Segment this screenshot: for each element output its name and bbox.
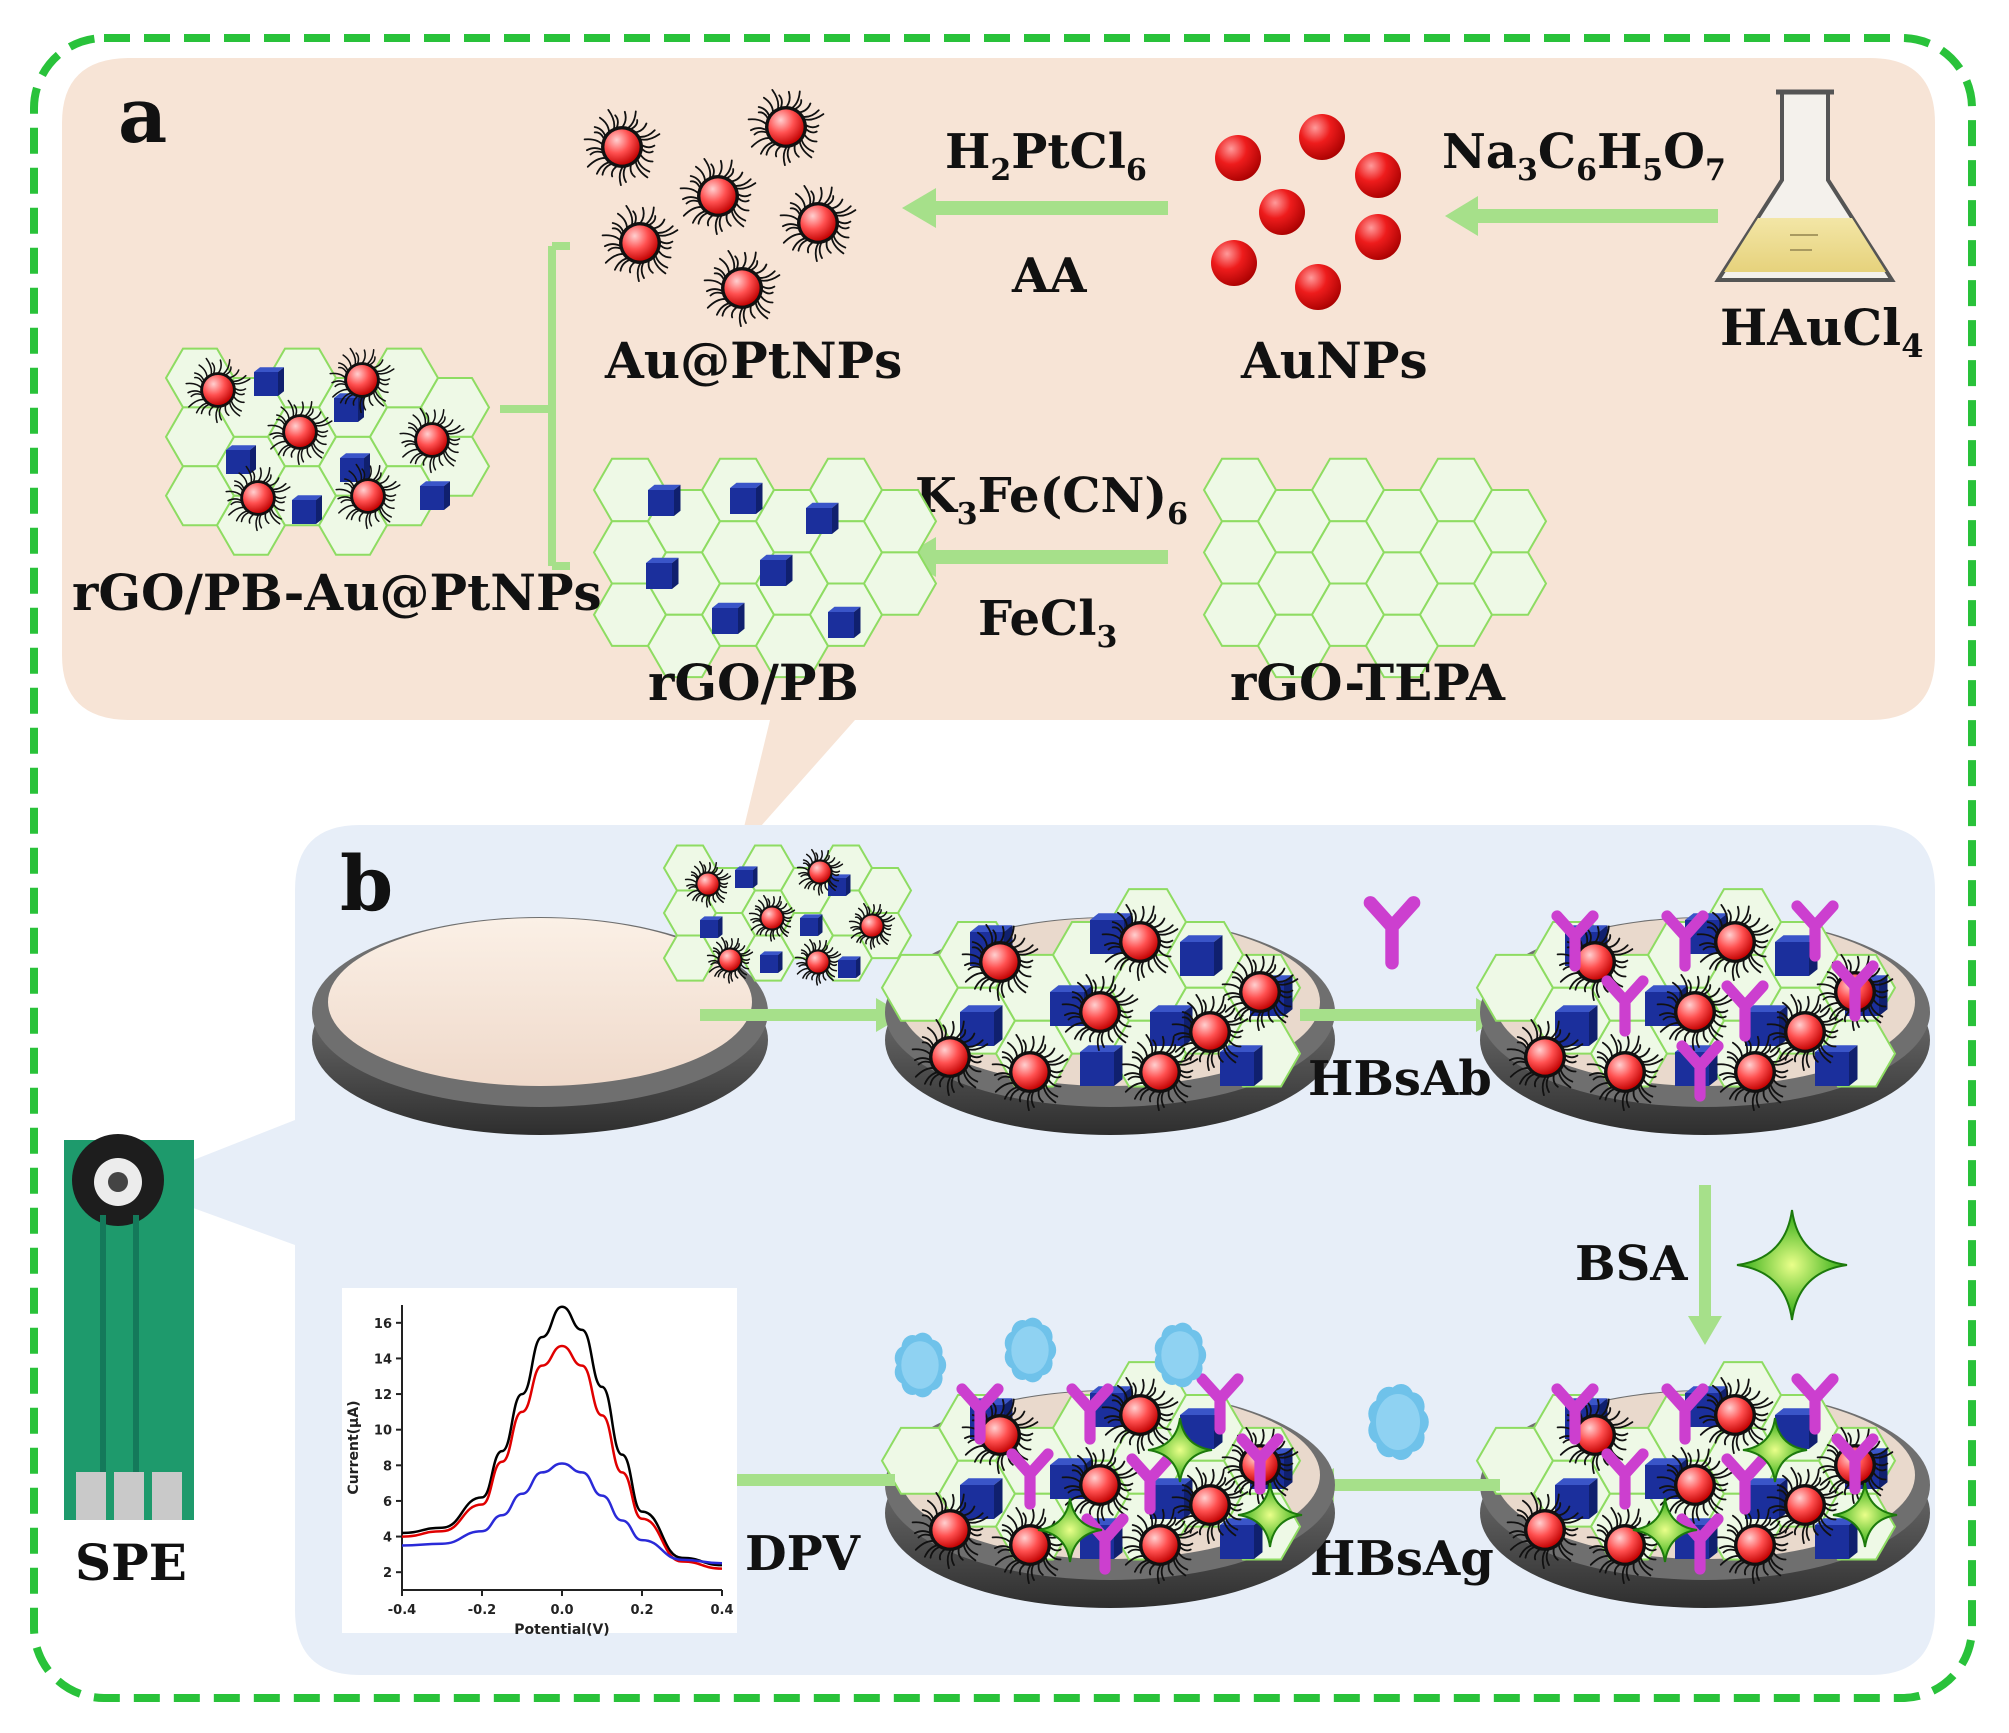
antibody-icon: [1363, 896, 1421, 970]
chart-x-tick-label: 0.2: [630, 1603, 653, 1618]
reagent-fecl3: FeCl3: [978, 591, 1117, 655]
reagent-k3fecn6: K3Fe(CN)6: [915, 468, 1188, 532]
composite-drop-cast: [662, 844, 913, 986]
rgo-pb-sheet: [592, 457, 938, 679]
chart-y-tick-label: 16: [374, 1317, 392, 1332]
outer-dashed-frame: [30, 34, 1976, 1702]
hbsag-label: HBsAg: [1310, 1531, 1494, 1587]
chart-y-tick-label: 2: [383, 1566, 392, 1581]
blocked-electrode-disk: [1475, 1361, 1930, 1608]
chart-x-tick-label: -0.4: [388, 1603, 416, 1618]
aunps-particles: [1211, 114, 1401, 310]
au-pt-nanoparticles: [583, 89, 857, 327]
chart-y-tick-label: 12: [374, 1388, 392, 1403]
aunps-label: AuNPs: [1240, 331, 1428, 390]
antigen-bound-electrode-disk: [880, 1317, 1335, 1608]
erlenmeyer-flask-icon: [1714, 89, 1896, 282]
chart-series-line-0: [401, 1305, 723, 1567]
chart-x-axis-label: Potential(V): [514, 1622, 609, 1638]
dpv-chart: -0.4 -0.2 0.0 0.2 0.4 2 4 6 8 10 12 14 16Potential(V…: [342, 1288, 737, 1638]
chart-y-tick-label: 10: [374, 1424, 392, 1439]
rgo-pb-label: rGO/PB: [648, 653, 859, 712]
chart-y-tick-label: 6: [383, 1495, 392, 1510]
chart-y-axis-label: Current(μA): [346, 1400, 362, 1494]
arrow-pt-reduction: [902, 188, 1168, 228]
antibody-electrode-disk: [1475, 888, 1930, 1135]
haucl4-label: HAuCl4: [1720, 298, 1923, 365]
bsa-star-icon: [1736, 1209, 1848, 1321]
hbsab-label: HBsAb: [1308, 1051, 1492, 1107]
bsa-label: BSA: [1575, 1236, 1688, 1292]
chart-y-tick-label: 4: [383, 1531, 392, 1546]
panel-a-background: [62, 58, 1935, 852]
rgo-pb-au-pt-composite: [164, 347, 491, 556]
rgo-tepa-sheet: [1202, 457, 1548, 679]
chart-x-tick-label: 0.4: [710, 1603, 733, 1618]
arrow-citrate: [1445, 196, 1718, 236]
combine-bracket: [500, 242, 570, 570]
chart-series-line-1: [401, 1344, 723, 1570]
rgo-tepa-label: rGO-TEPA: [1230, 653, 1506, 712]
composite-label: rGO/PB-Au@PtNPs: [72, 563, 602, 622]
panel-b-letter: b: [340, 839, 393, 928]
arrow-bsa: [1688, 1185, 1722, 1345]
modified-electrode-disk: [880, 888, 1335, 1135]
spe-label: SPE: [75, 1533, 187, 1592]
chart-x-tick-label: 0.0: [550, 1603, 573, 1618]
bare-electrode-disk: [312, 917, 768, 1135]
antigen-icon: [1368, 1384, 1429, 1460]
chart-y-tick-label: 14: [374, 1352, 392, 1367]
screen-printed-electrode: [64, 1134, 194, 1520]
chart-series-line-2: [401, 1462, 723, 1565]
chart-y-tick-label: 8: [383, 1459, 392, 1474]
panel-a-letter: a: [118, 71, 167, 160]
reagent-h2ptcl6: H2PtCl6: [945, 124, 1147, 188]
reagent-citrate: Na3C6H5O7: [1442, 124, 1726, 188]
reagent-aa: AA: [1011, 248, 1087, 304]
chart-background: [342, 1288, 737, 1633]
chart-x-tick-label: -0.2: [468, 1603, 496, 1618]
au-pt-label: Au@PtNPs: [604, 331, 902, 390]
dpv-label: DPV: [745, 1526, 861, 1582]
